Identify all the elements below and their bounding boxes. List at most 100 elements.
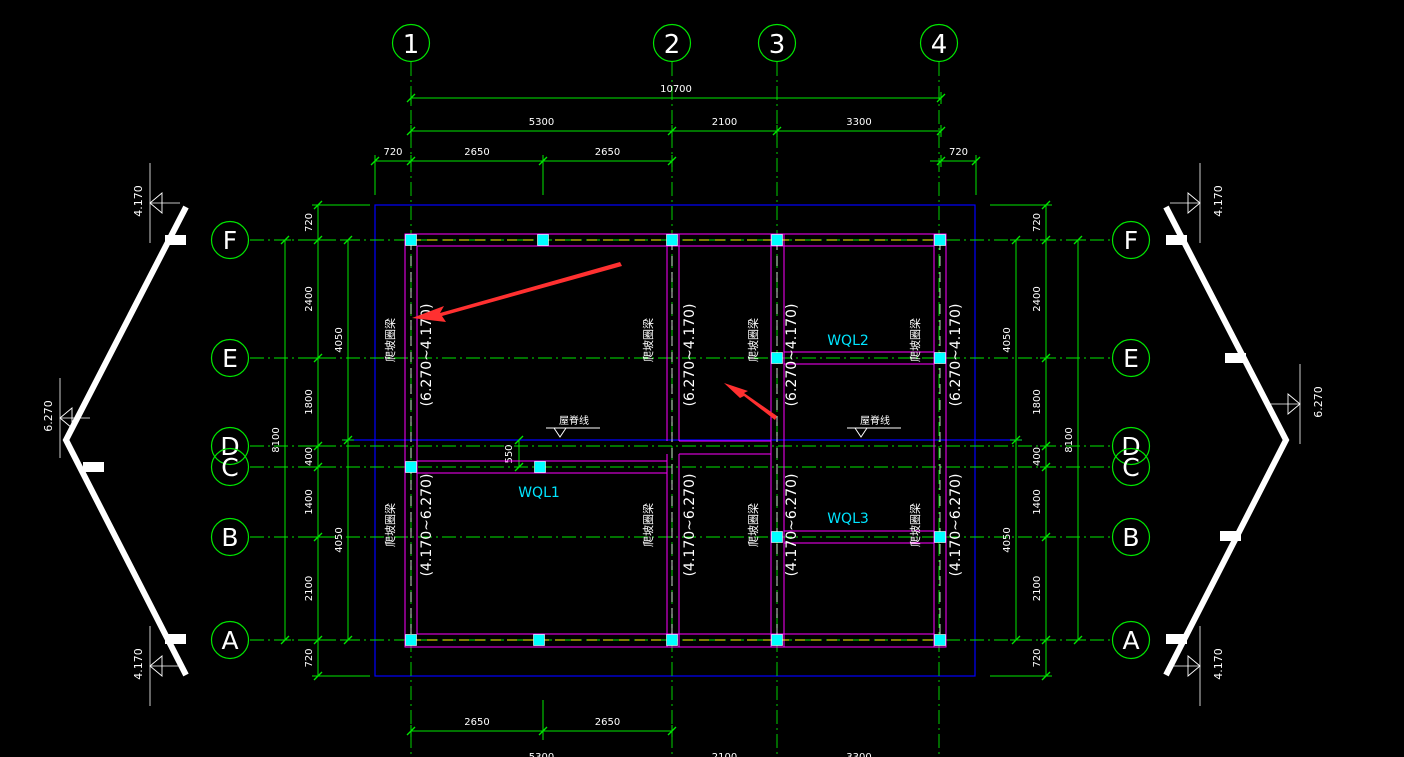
slope-span-label: (4.170~6.270) bbox=[682, 474, 698, 577]
dim-value: 720 bbox=[304, 213, 315, 232]
dim-value: 5300 bbox=[529, 117, 554, 128]
beam-type-label: 爬坡圈梁 bbox=[641, 318, 655, 362]
dim-tick bbox=[406, 726, 416, 736]
beam-type-label: 爬坡圈梁 bbox=[908, 503, 922, 547]
dim-tick bbox=[514, 462, 524, 472]
grid-bubble-y bbox=[210, 517, 250, 557]
slope-span-label: (4.170~6.270) bbox=[784, 474, 800, 577]
column bbox=[771, 634, 783, 646]
beam-type-label: 爬坡圈梁 bbox=[746, 503, 760, 547]
elev-mark-value: 4.170 bbox=[1212, 185, 1225, 217]
beam-type-label: 爬坡圈梁 bbox=[383, 318, 397, 362]
dim-tick bbox=[667, 126, 677, 136]
dim-tick bbox=[514, 435, 524, 445]
grid-bubble-label-y: F bbox=[1124, 226, 1138, 255]
callout-arrows bbox=[412, 262, 777, 420]
slope-span-label: (4.170~6.270) bbox=[948, 474, 964, 577]
grid-bubble-y bbox=[1111, 620, 1151, 660]
dim-tick bbox=[772, 126, 782, 136]
column bbox=[405, 461, 417, 473]
eave-block bbox=[1166, 634, 1187, 644]
dim-value: 2100 bbox=[712, 117, 737, 128]
dim-value: 2650 bbox=[464, 147, 489, 158]
roof-outline bbox=[344, 204, 1022, 677]
dim-value: 3300 bbox=[846, 752, 871, 757]
dim-value: 720 bbox=[949, 147, 968, 158]
dim-value: 4050 bbox=[1002, 327, 1013, 352]
dim-value: 720 bbox=[1032, 213, 1043, 232]
grid-bubble-label-y: B bbox=[1122, 523, 1139, 552]
dim-value: 2100 bbox=[712, 752, 737, 757]
dim-value: 4050 bbox=[1002, 527, 1013, 552]
dim-value: 2400 bbox=[304, 286, 315, 311]
dim-tick bbox=[313, 353, 323, 363]
column bbox=[537, 234, 549, 246]
dim-value: 2650 bbox=[595, 147, 620, 158]
dim-tick bbox=[343, 435, 353, 445]
grid-bubble-x bbox=[919, 23, 959, 63]
grid-bubble-label-y: A bbox=[221, 626, 238, 655]
ridge-marker-triangle bbox=[553, 427, 567, 438]
dim-tick bbox=[1041, 635, 1051, 645]
dim-tick bbox=[1011, 435, 1021, 445]
beam-label-wql3: WQL3 bbox=[827, 511, 869, 527]
left-slope-profile bbox=[62, 205, 189, 677]
dim-value: 3300 bbox=[846, 117, 871, 128]
grid-bubble-y bbox=[1111, 338, 1151, 378]
column bbox=[771, 234, 783, 246]
dim-value: 4050 bbox=[334, 527, 345, 552]
beam-label-wql1: WQL1 bbox=[518, 485, 560, 501]
grid-bubble-label-x: 2 bbox=[664, 30, 681, 60]
dim-value: 400 bbox=[304, 447, 315, 466]
callout-arrow bbox=[724, 383, 777, 420]
column bbox=[934, 352, 946, 364]
columns bbox=[405, 234, 946, 646]
dim-tick bbox=[936, 93, 946, 103]
dim-tick bbox=[1073, 635, 1083, 645]
dim-value: 720 bbox=[383, 147, 402, 158]
dim-value: 5300 bbox=[529, 752, 554, 757]
column bbox=[934, 531, 946, 543]
dim-value: 1400 bbox=[1032, 489, 1043, 514]
column bbox=[666, 634, 678, 646]
dim-tick bbox=[313, 441, 323, 451]
grid-bubble-y bbox=[210, 220, 250, 260]
slope-span-label: (6.270~4.170) bbox=[784, 304, 800, 407]
dim-value: 4050 bbox=[334, 327, 345, 352]
right-slope-profile bbox=[1163, 205, 1290, 677]
dim-tick bbox=[1041, 441, 1051, 451]
dim-value: 1800 bbox=[304, 389, 315, 414]
column bbox=[534, 461, 546, 473]
ridge-marker-label: 屋脊线 bbox=[860, 414, 890, 427]
dim-value: 2400 bbox=[1032, 286, 1043, 311]
dim-value: 2650 bbox=[464, 717, 489, 728]
column bbox=[405, 634, 417, 646]
grid-bubble-label-x: 3 bbox=[769, 30, 786, 60]
grid-bubble-y bbox=[1111, 447, 1151, 487]
beam-type-label: 爬坡圈梁 bbox=[908, 318, 922, 362]
dim-value: 400 bbox=[1032, 447, 1043, 466]
elev-mark-value: 4.170 bbox=[132, 185, 145, 217]
beam-type-label: 爬坡圈梁 bbox=[746, 318, 760, 362]
grid-bubble-y bbox=[210, 426, 250, 466]
grid-bubble-label-x: 1 bbox=[403, 30, 420, 60]
dim-tick bbox=[1073, 235, 1083, 245]
slope-span-label: (6.270~4.170) bbox=[948, 304, 964, 407]
dim-tick bbox=[1041, 532, 1051, 542]
elev-mark-value: 4.170 bbox=[1212, 648, 1225, 680]
dim-tick bbox=[280, 635, 290, 645]
dim-tick bbox=[936, 126, 946, 136]
dim-value: 1400 bbox=[304, 489, 315, 514]
grid-bubble-y bbox=[210, 620, 250, 660]
slope-span-label: (4.170~6.270) bbox=[419, 474, 435, 577]
slope-span-label: (6.270~4.170) bbox=[682, 304, 698, 407]
beam-walls bbox=[404, 233, 947, 648]
grid-bubble-label-y: A bbox=[1122, 626, 1139, 655]
eave-block bbox=[165, 634, 186, 644]
column bbox=[771, 531, 783, 543]
grid-bubble-x bbox=[652, 23, 692, 63]
column bbox=[533, 634, 545, 646]
beam-label-wql2: WQL2 bbox=[827, 333, 869, 349]
grid-bubble-label-y: E bbox=[222, 344, 238, 373]
